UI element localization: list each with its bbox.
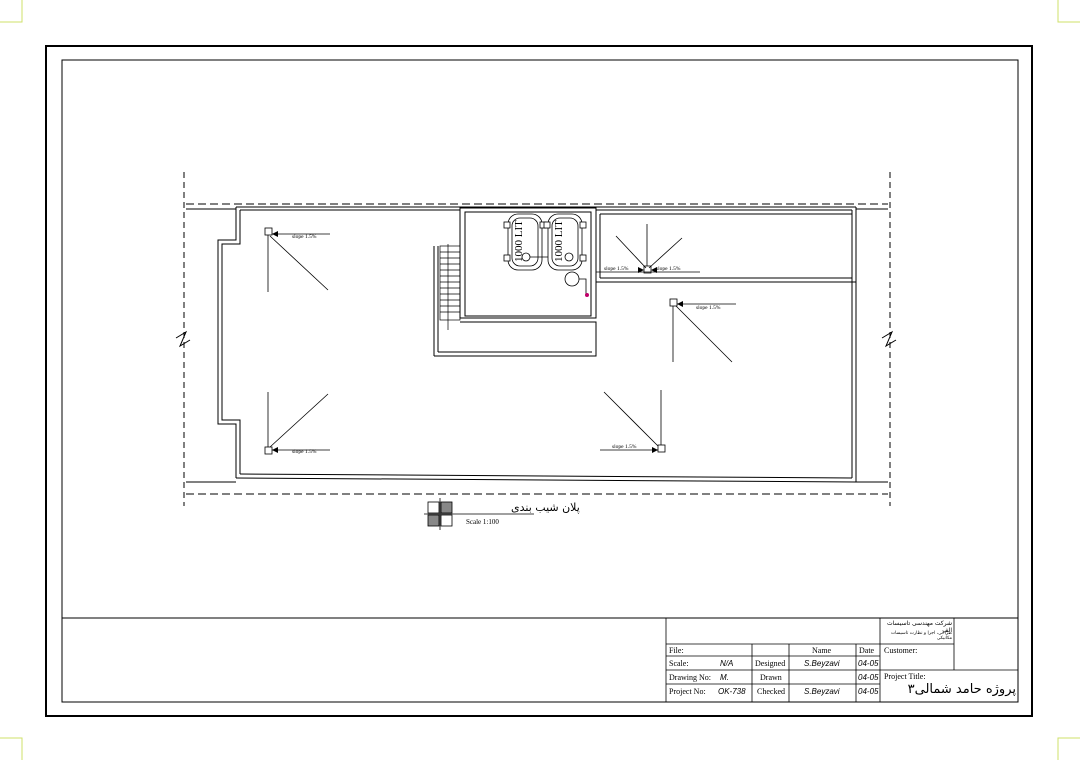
slope-label: slope 1.5% [612,444,637,450]
drawing-no-value: M. [720,673,729,682]
stairs [439,244,461,330]
drawn-label: Drawn [760,673,782,682]
project-title: پروژه حامد شمالی۳ [907,682,1016,697]
tank-label: 1000 LIT [553,220,565,262]
floor-drains [264,224,736,455]
slope-label: slope 1.5% [292,234,317,240]
project-no-label: Project No: [669,687,706,696]
scale-value: N/A [720,659,734,668]
slope-label: slope 1.5% [656,266,681,272]
plan-title-symbol [424,498,534,530]
drawing-no-label: Drawing No: [669,673,711,682]
customer-label: Customer: [884,646,918,655]
designed-date: 04-05 [858,659,879,668]
slope-label: slope 1.5% [292,449,317,455]
project-title-label: Project Title: [884,672,926,681]
company-subtitle: طراحی، اجرا و نظارت تاسیسات مکانیکی [890,631,952,641]
outer-border [45,45,1033,717]
name-header: Name [812,646,832,655]
company-name: شرکت مهندسی تاسیسات الف [886,620,952,634]
plan-title: پلان شیب بندی [511,501,580,514]
drawn-date: 04-05 [858,673,879,682]
slope-arrows [272,231,683,453]
plan-scale: Scale 1:100 [466,518,499,526]
checked-date: 04-05 [858,687,879,696]
designed-label: Designed [755,659,786,668]
project-no-value: OK-738 [718,687,746,696]
slope-label: slope 1.5% [604,266,629,272]
checked-name: S.Beyzavi [804,687,840,696]
designed-name: S.Beyzavi [804,659,840,668]
water-tanks [503,213,587,294]
slope-label: slope 1.5% [696,305,721,311]
break-symbols [175,330,897,348]
roof-outline [186,203,888,495]
grid-axis-lines [183,172,891,506]
tank-label: 1000 LIT [513,220,525,262]
title-block-grid [665,618,1018,702]
scale-label: Scale: [669,659,689,668]
inner-border [61,59,1019,703]
checked-label: Checked [757,687,785,696]
pump-marker [585,293,589,297]
date-header: Date [859,646,875,655]
file-label: File: [669,646,684,655]
